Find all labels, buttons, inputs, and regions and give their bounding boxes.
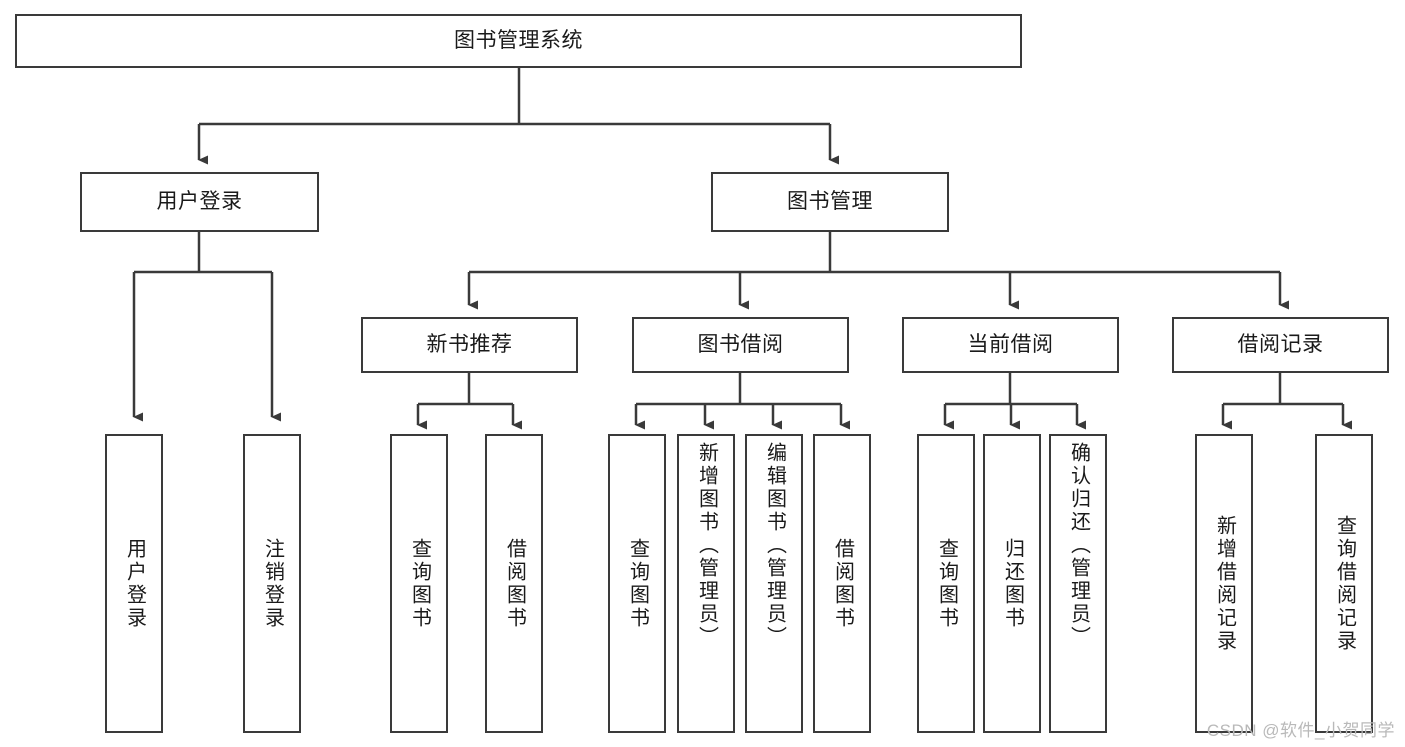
node-label: 当前借阅 bbox=[967, 332, 1054, 356]
node-label: 查询图书 bbox=[408, 537, 431, 630]
node-label: 用户登录 bbox=[156, 189, 243, 213]
node-label: 新增图书（管理员） bbox=[695, 442, 718, 649]
node-label: 注销登录 bbox=[261, 537, 284, 630]
node-book-management[interactable]: 图书管理 bbox=[711, 172, 949, 232]
node-leaf-current-borrow-return[interactable]: 归还图书 bbox=[983, 434, 1041, 733]
watermark: CSDN @软件_小贺同学 bbox=[1206, 721, 1395, 740]
node-label: 查询借阅记录 bbox=[1333, 514, 1356, 653]
node-label: 新书推荐 bbox=[426, 332, 513, 356]
node-leaf-book-borrow-add[interactable]: 新增图书（管理员） bbox=[677, 434, 735, 733]
node-leaf-book-borrow-query[interactable]: 查询图书 bbox=[608, 434, 666, 733]
node-label: 图书借阅 bbox=[697, 332, 784, 356]
node-book-borrow[interactable]: 图书借阅 bbox=[632, 317, 849, 373]
node-leaf-book-borrow-edit[interactable]: 编辑图书（管理员） bbox=[745, 434, 803, 733]
node-label: 图书管理系统 bbox=[454, 28, 583, 52]
node-label: 编辑图书（管理员） bbox=[763, 442, 786, 649]
node-root-book-management-system[interactable]: 图书管理系统 bbox=[15, 14, 1022, 68]
node-user-login[interactable]: 用户登录 bbox=[80, 172, 319, 232]
node-label: 查询图书 bbox=[935, 537, 958, 630]
node-label: 借阅图书 bbox=[831, 537, 854, 630]
node-leaf-user-login-login[interactable]: 用户登录 bbox=[105, 434, 163, 733]
node-leaf-new-book-query[interactable]: 查询图书 bbox=[390, 434, 448, 733]
node-leaf-book-borrow-borrow[interactable]: 借阅图书 bbox=[813, 434, 871, 733]
node-leaf-current-borrow-query[interactable]: 查询图书 bbox=[917, 434, 975, 733]
node-leaf-current-borrow-confirm-return[interactable]: 确认归还（管理员） bbox=[1049, 434, 1107, 733]
node-label: 借阅记录 bbox=[1237, 332, 1324, 356]
node-label: 确认归还（管理员） bbox=[1067, 442, 1090, 649]
node-borrow-record[interactable]: 借阅记录 bbox=[1172, 317, 1389, 373]
node-label: 查询图书 bbox=[626, 537, 649, 630]
node-label: 归还图书 bbox=[1001, 537, 1024, 630]
node-label: 用户登录 bbox=[123, 537, 146, 630]
node-leaf-new-book-borrow[interactable]: 借阅图书 bbox=[485, 434, 543, 733]
node-label: 图书管理 bbox=[787, 189, 873, 213]
node-label: 借阅图书 bbox=[503, 537, 526, 630]
node-leaf-borrow-record-query[interactable]: 查询借阅记录 bbox=[1315, 434, 1373, 733]
node-label: 新增借阅记录 bbox=[1213, 514, 1236, 653]
node-leaf-borrow-record-add[interactable]: 新增借阅记录 bbox=[1195, 434, 1253, 733]
node-current-borrow[interactable]: 当前借阅 bbox=[902, 317, 1119, 373]
node-new-book-recommend[interactable]: 新书推荐 bbox=[361, 317, 578, 373]
node-leaf-user-login-logout[interactable]: 注销登录 bbox=[243, 434, 301, 733]
